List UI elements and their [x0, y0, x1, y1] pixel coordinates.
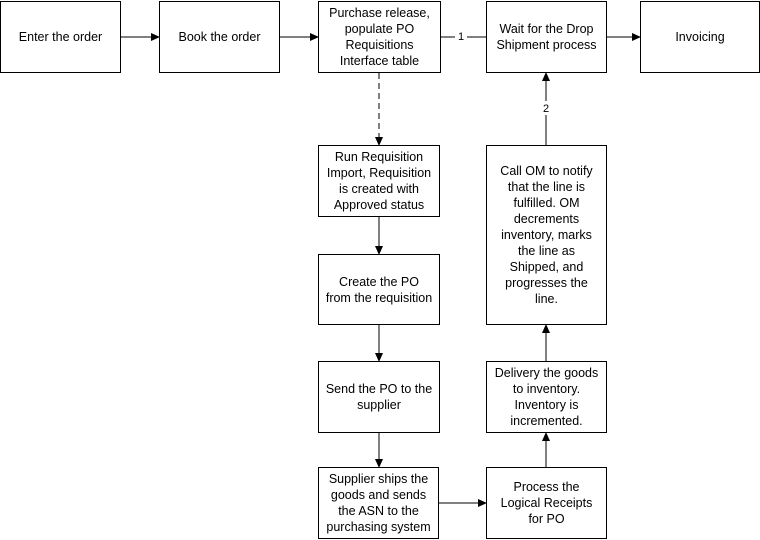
node-purchase-release: Purchase release, populate PO Requisitio… [318, 1, 441, 73]
node-create-po: Create the PO from the requisition [318, 254, 440, 325]
node-create-po-label: Create the PO from the requisition [325, 274, 433, 305]
node-supplier-ships: Supplier ships the goods and sends the A… [318, 467, 439, 539]
node-deliver-goods: Delivery the goods to inventory. Invento… [486, 361, 607, 433]
edge-label-2-bg [539, 101, 553, 115]
node-call-om: Call OM to notify that the line is fulfi… [486, 145, 607, 325]
node-process-receipts: Process the Logical Receipts for PO [486, 467, 607, 539]
node-process-receipts-label: Process the Logical Receipts for PO [500, 480, 593, 526]
node-wait-drop-shipment-label: Wait for the Drop Shipment process [496, 22, 597, 52]
edge-label-2: 2 [543, 103, 549, 115]
node-call-om-label: Call OM to notify that the line is fulfi… [500, 164, 593, 306]
node-book-order-label: Book the order [178, 30, 261, 44]
node-book-order: Book the order [159, 1, 280, 73]
node-run-requisition-import: Run Requisition Import, Requisition is c… [318, 145, 440, 217]
node-enter-order: Enter the order [0, 1, 121, 73]
node-invoicing: Invoicing [640, 1, 760, 73]
node-run-requisition-import-label: Run Requisition Import, Requisition is c… [326, 150, 432, 212]
node-wait-drop-shipment: Wait for the Drop Shipment process [486, 1, 607, 73]
edge-label-1-bg [455, 30, 467, 42]
node-supplier-ships-label: Supplier ships the goods and sends the A… [326, 472, 431, 534]
node-send-po: Send the PO to the supplier [318, 361, 440, 433]
edge-label-1: 1 [458, 31, 464, 43]
node-enter-order-label: Enter the order [18, 30, 103, 44]
node-invoicing-label: Invoicing [675, 30, 725, 44]
node-purchase-release-label: Purchase release, populate PO Requisitio… [329, 6, 430, 68]
node-send-po-label: Send the PO to the supplier [325, 382, 433, 412]
node-deliver-goods-label: Delivery the goods to inventory. Invento… [494, 366, 599, 428]
